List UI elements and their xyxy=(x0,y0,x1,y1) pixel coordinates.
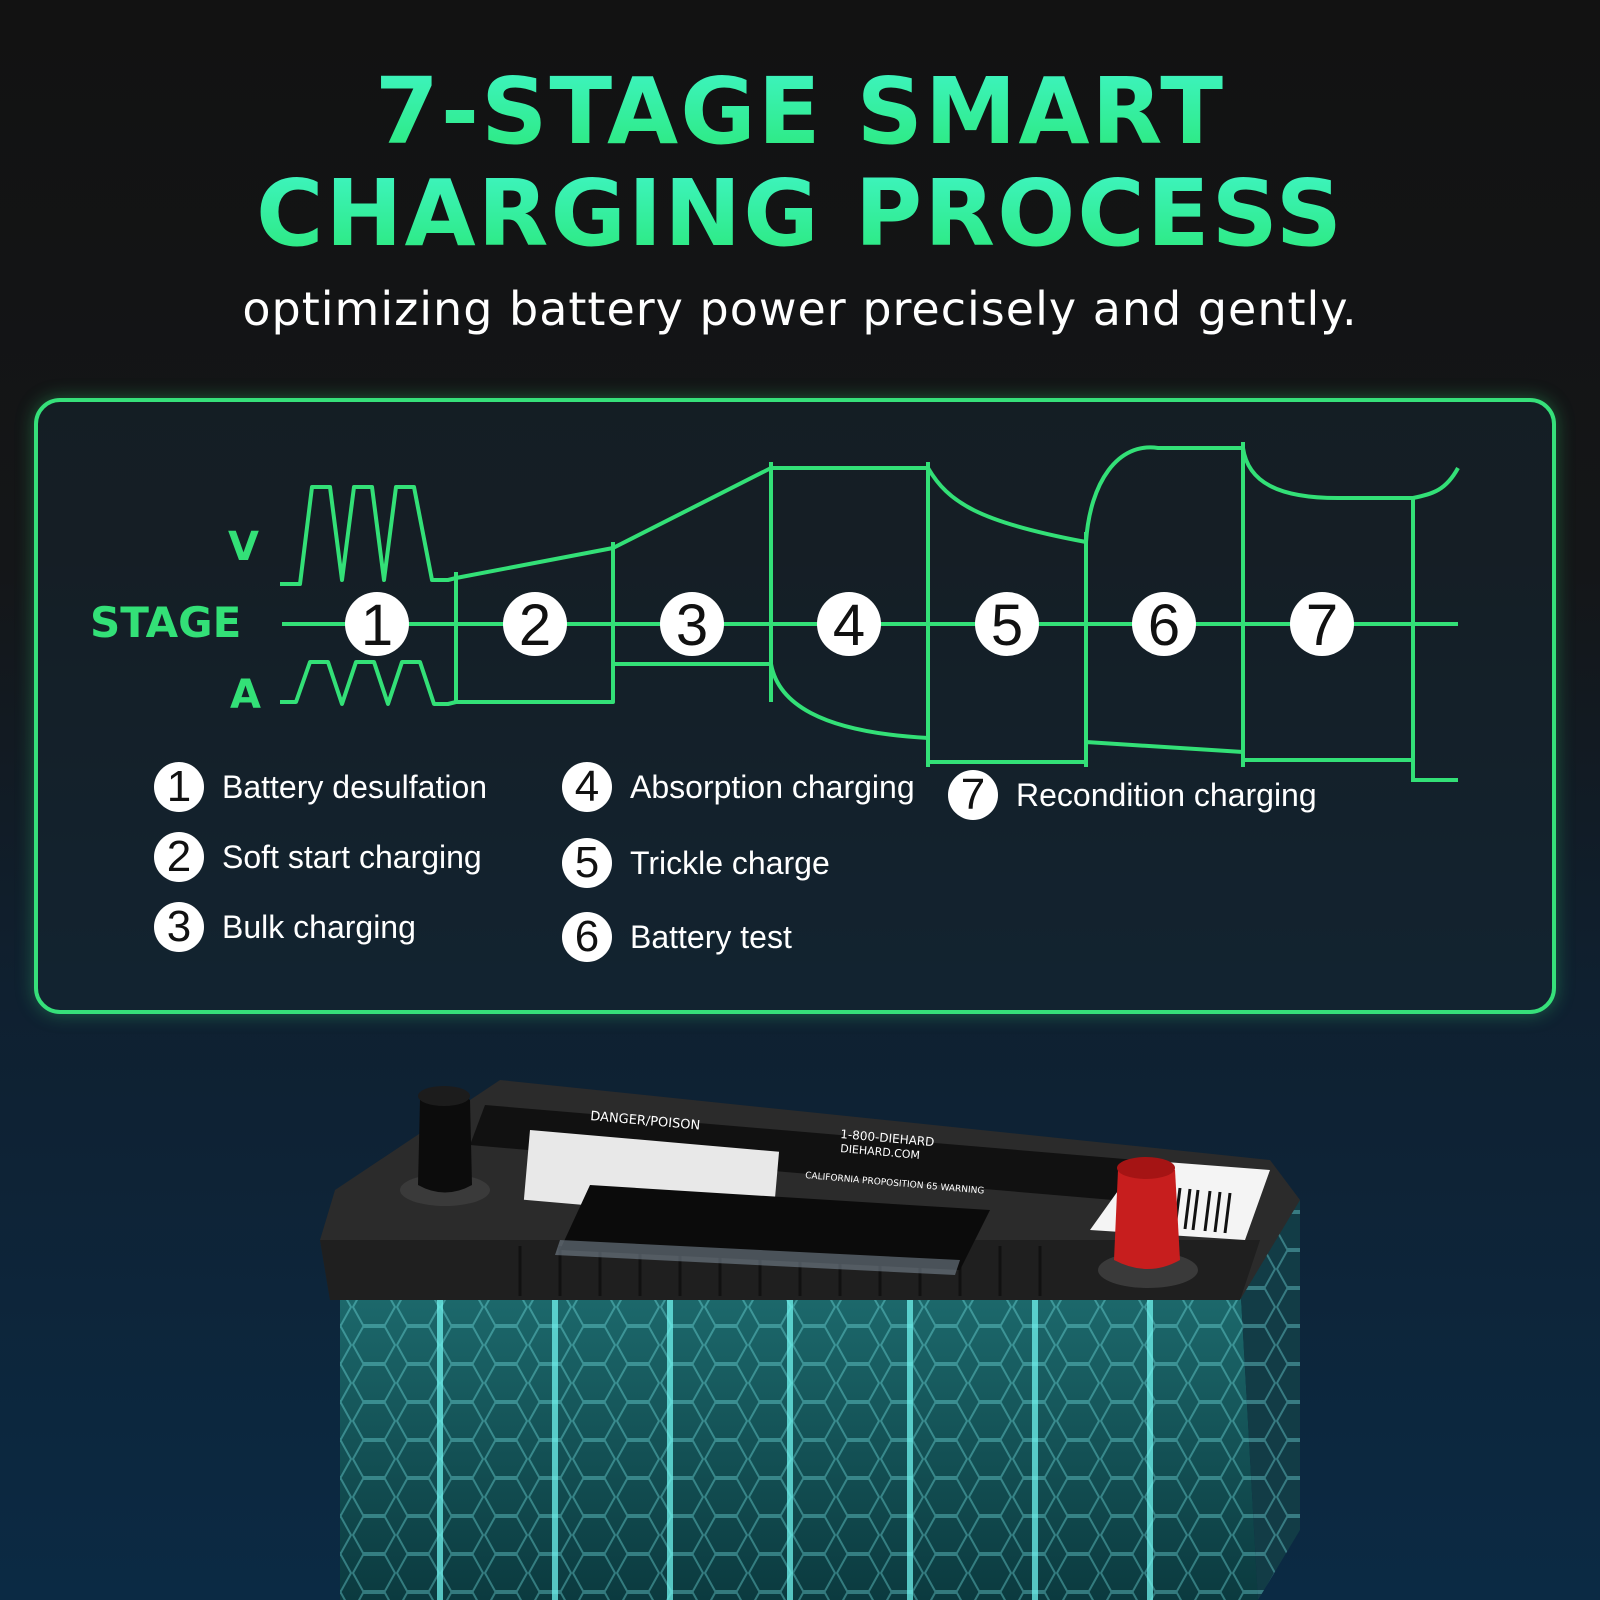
stage-number: 1 xyxy=(361,593,393,658)
current-axis-label: A xyxy=(230,672,261,718)
stage-dividers xyxy=(454,442,1415,782)
stage-number: 5 xyxy=(991,593,1023,658)
legend-item-4: 4 Absorption charging xyxy=(562,762,915,812)
legend-label: Bulk charging xyxy=(222,908,416,945)
page-title-line-2: CHARGING PROCESS xyxy=(0,164,1600,264)
stage-marker-6: 6 xyxy=(1132,592,1196,658)
stage-marker-3: 3 xyxy=(660,592,724,658)
legend-item-1: 1 Battery desulfation xyxy=(154,762,487,812)
legend-label: Battery desulfation xyxy=(222,768,488,805)
legend-number: 6 xyxy=(562,912,612,962)
charging-diagram-panel: 1 2 3 4 5 6 7 V STAGE A 1 Battery desulf… xyxy=(34,398,1556,1014)
legend-item-5: 5 Trickle charge xyxy=(562,838,830,888)
legend-number: 2 xyxy=(154,832,204,882)
battery-lid: DANGER/POISON 1-800-DIEHARD DIEHARD.COM … xyxy=(320,1080,1300,1300)
legend-item-2: 2 Soft start charging xyxy=(154,832,482,882)
charging-waveform-diagram: 1 2 3 4 5 6 7 xyxy=(280,442,1460,782)
legend-number: 7 xyxy=(948,770,998,820)
positive-terminal xyxy=(1098,1157,1198,1288)
legend-item-3: 3 Bulk charging xyxy=(154,902,416,952)
legend-item-7: 7 Recondition charging xyxy=(948,770,1317,820)
current-curve xyxy=(280,660,1458,782)
stage-axis-label: STAGE xyxy=(90,598,242,647)
legend-number: 4 xyxy=(562,762,612,812)
voltage-curve xyxy=(280,445,1460,586)
stage-number: 4 xyxy=(833,593,865,658)
page-title-line-1: 7-STAGE SMART xyxy=(0,62,1600,162)
legend-item-6: 6 Battery test xyxy=(562,912,792,962)
legend-label: Battery test xyxy=(630,918,792,955)
stage-marker-7: 7 xyxy=(1290,592,1354,658)
legend-label: Absorption charging xyxy=(630,768,915,805)
car-battery-illustration: DANGER/POISON 1-800-DIEHARD DIEHARD.COM … xyxy=(320,1080,1300,1600)
page-subtitle: optimizing battery power precisely and g… xyxy=(242,282,1358,336)
stage-marker-5: 5 xyxy=(975,592,1039,658)
stage-marker-1: 1 xyxy=(345,592,409,658)
legend-label: Soft start charging xyxy=(222,838,482,875)
battery-case xyxy=(340,1200,1300,1600)
stage-number: 6 xyxy=(1148,593,1180,658)
negative-terminal xyxy=(400,1086,490,1206)
stage-marker-2: 2 xyxy=(503,592,567,658)
stage-number: 3 xyxy=(676,593,708,658)
legend-label: Recondition charging xyxy=(1016,776,1317,813)
voltage-axis-label: V xyxy=(228,524,259,570)
stage-number: 2 xyxy=(519,593,551,658)
legend-label: Trickle charge xyxy=(630,844,830,881)
stage-number: 7 xyxy=(1306,593,1338,658)
stage-marker-4: 4 xyxy=(817,592,881,658)
legend-number: 5 xyxy=(562,838,612,888)
legend-number: 3 xyxy=(154,902,204,952)
legend-number: 1 xyxy=(154,762,204,812)
